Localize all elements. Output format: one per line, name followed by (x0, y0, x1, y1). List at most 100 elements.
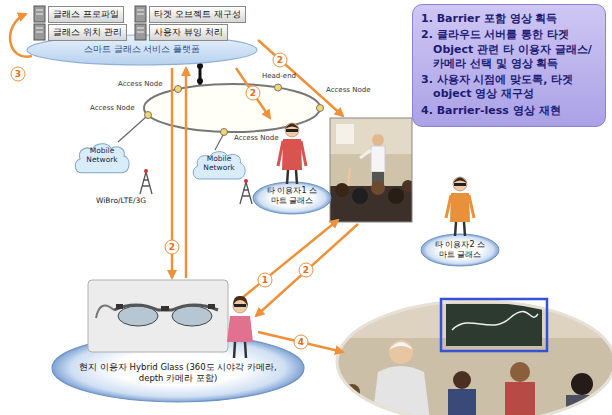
callout-number: 2 (246, 86, 261, 101)
wire-end (197, 63, 203, 69)
user-base (421, 234, 499, 266)
server-icon-slot (36, 32, 43, 33)
network-ring (144, 84, 320, 132)
step-text: 1. Barrier 포함 영상 획득 (421, 12, 597, 26)
person-arm (469, 195, 474, 218)
person-leg (464, 222, 465, 236)
person-hair (233, 296, 248, 308)
access-node-dot (221, 129, 228, 136)
student-head (371, 181, 385, 195)
server-label: 사용자 뷰잉 처리 (154, 26, 223, 39)
server-icon-slot (137, 10, 144, 11)
network-label: Access Node (118, 80, 162, 88)
callout-number: 3 (11, 67, 26, 82)
server-icon-slot (36, 14, 43, 15)
server-icon-slot (36, 10, 43, 11)
local-user-base: 현지 이용자 Hybrid Glass (360도 시야각 카메라, depth… (50, 278, 306, 404)
server-icon (34, 6, 45, 22)
teacher-arm (360, 150, 371, 158)
headend-dot (275, 84, 282, 91)
callout-number: 2 (165, 239, 180, 254)
target-highlight (441, 299, 547, 351)
person-head (571, 373, 593, 395)
person-head (389, 340, 413, 364)
smart-glass (234, 304, 246, 307)
server-icon-slot (36, 28, 43, 29)
callout-number: 2 (273, 53, 288, 68)
access-node-dot (317, 105, 324, 112)
server-label: 글래스 위치 관리 (53, 26, 122, 39)
tower-tip (244, 179, 248, 183)
person-leg (296, 170, 297, 184)
person-leg (455, 222, 456, 236)
network-cloud: Mobile Network (72, 140, 132, 176)
server-box: 글래스 위치 관리 (48, 24, 127, 41)
user-label: 타 이용자2 스마트 글래스 (431, 240, 489, 259)
person-leg (245, 342, 246, 358)
photo-room (336, 298, 612, 415)
person-body (227, 316, 253, 342)
user-label: 현지 이용자 Hybrid Glass (360도 시야각 카메라, depth… (78, 362, 278, 384)
smart-glass (286, 129, 298, 132)
user-figure: 타 이용자1 스마트 글래스 (252, 118, 332, 216)
step-text: 2. 클라우드 서버를 통한 타겟 Object 관련 타 이용자 글래스/카메… (421, 28, 597, 71)
server-icon (34, 24, 45, 40)
person-head (344, 384, 360, 400)
network-label: WiBro/LTE/3G (96, 196, 146, 205)
tower-tip (144, 169, 148, 173)
person-arm (301, 141, 306, 166)
cloud-label: Mobile Network (76, 146, 128, 164)
server-box: 타겟 오브젝트 재구성 (149, 6, 246, 23)
blackboard (446, 304, 542, 346)
student-head (352, 188, 368, 204)
server-box: 글래스 프로파일 (48, 6, 124, 23)
node-shape (50, 278, 306, 404)
network-label: Access Node (234, 134, 278, 142)
photo-wall (330, 118, 412, 222)
cell-tower (240, 182, 252, 204)
step-text: 3. 사용자 시점에 맞도록, 타겟 object 영상 재구성 (421, 73, 597, 102)
cloud-link (118, 117, 146, 142)
flow-arrow (185, 68, 188, 278)
cloud-link (215, 135, 223, 150)
server-icon (135, 24, 146, 40)
glass-camera (208, 304, 215, 309)
cloud-label: Mobile Network (194, 154, 244, 172)
server-label: 글래스 프로파일 (53, 8, 119, 21)
person-head (510, 362, 530, 382)
server-icon-slot (137, 14, 144, 15)
flow-arrow (258, 40, 343, 116)
cloud-shape (193, 152, 245, 179)
glass-frame (114, 305, 218, 310)
person-arm (446, 195, 451, 218)
photo-window (336, 124, 354, 144)
classroom-photo (330, 118, 412, 222)
person-body (282, 139, 302, 170)
teacher-body (371, 146, 385, 172)
server-icon (135, 6, 146, 22)
network-label: Access Node (90, 104, 134, 112)
glass-photo (88, 280, 228, 352)
access-node-dot (175, 86, 182, 93)
person-leg (234, 342, 235, 358)
network-label: Access Node (326, 86, 370, 94)
person-leg (287, 170, 288, 184)
cell-tower (140, 172, 152, 194)
person-body (505, 382, 535, 415)
server-box: 사용자 뷰잉 처리 (149, 24, 228, 41)
person-head (453, 177, 467, 191)
raised-hand (348, 168, 350, 186)
person-arm (278, 141, 283, 166)
user-figure: 타 이용자2 스마트 글래스 (420, 172, 500, 268)
glass-camera (161, 306, 169, 311)
network-cloud: Mobile Network (190, 148, 248, 182)
callout-number: 1 (258, 273, 273, 288)
user-base (253, 182, 331, 214)
person-hair (453, 178, 467, 184)
callout-number: 2 (299, 263, 314, 278)
blackboard-photo (336, 298, 612, 415)
student-head (335, 183, 349, 197)
person-head (453, 371, 471, 389)
